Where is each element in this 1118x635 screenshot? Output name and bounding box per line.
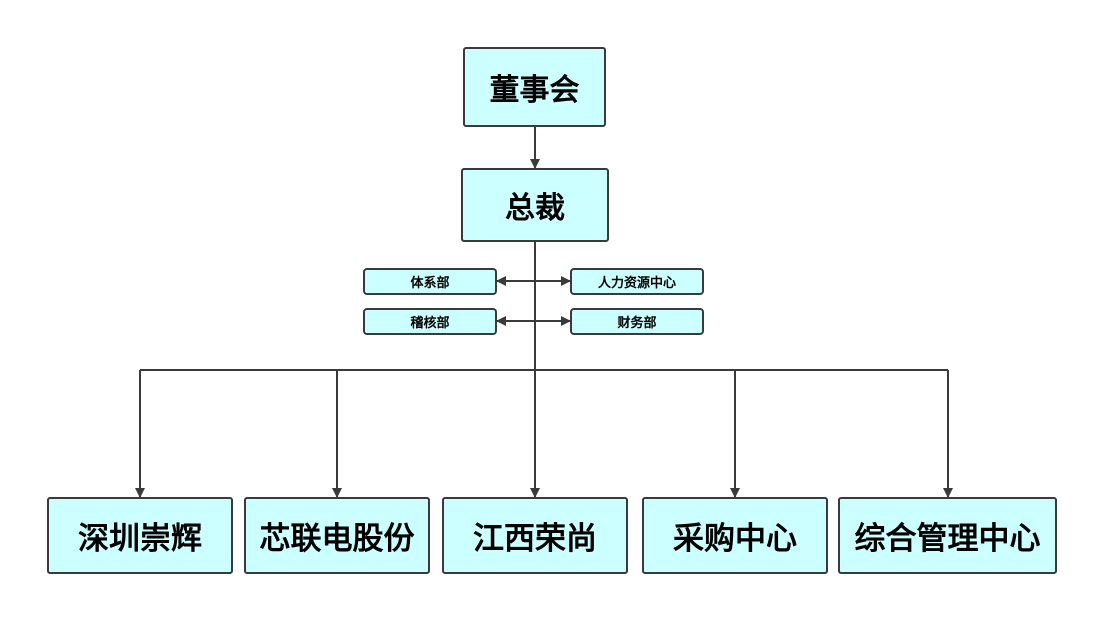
division-label-shenzhen: 深圳崇辉 [78,521,202,557]
division-label-xinlian: 芯联电股份 [259,521,415,557]
staff-label-hr: 人力资源中心 [597,276,676,291]
staff-label-finance: 财务部 [617,316,657,331]
staff-node-finance: 财务部 [570,308,704,335]
division-node-jiangxi: 江西荣尚 [442,497,628,574]
staff-node-hr: 人力资源中心 [570,268,704,295]
division-node-xinlian: 芯联电股份 [244,497,430,574]
board-node: 董事会 [463,47,606,127]
staff-label-audit: 稽核部 [410,316,450,331]
division-label-admin: 综合管理中心 [854,521,1041,557]
president-node: 总裁 [461,168,609,242]
division-node-shenzhen: 深圳崇辉 [47,497,233,574]
staff-node-tixi: 体系部 [363,268,497,295]
division-node-purchasing: 采购中心 [642,497,828,574]
staff-node-audit: 稽核部 [363,308,497,335]
board-label: 董事会 [489,73,580,108]
division-label-purchasing: 采购中心 [673,521,797,557]
division-node-admin: 综合管理中心 [838,497,1057,574]
staff-label-tixi: 体系部 [410,276,450,291]
division-label-jiangxi: 江西荣尚 [473,521,597,557]
president-label: 总裁 [505,191,565,226]
